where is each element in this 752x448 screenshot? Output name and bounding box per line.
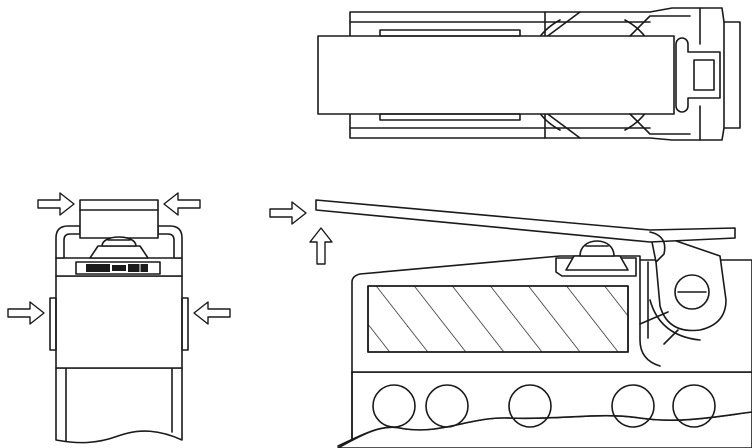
front-view-lower-body bbox=[55, 367, 183, 444]
side-view-holes bbox=[372, 384, 716, 428]
top-view-clip bbox=[675, 37, 721, 113]
front-view-lever-plate bbox=[79, 199, 159, 239]
front-view-body bbox=[55, 275, 183, 369]
front-view bbox=[7, 192, 231, 444]
arrow-right-icon bbox=[7, 301, 45, 325]
front-view-frame bbox=[55, 225, 81, 259]
top-view bbox=[317, 7, 741, 141]
side-view-lever bbox=[315, 199, 736, 243]
arrow-left-icon bbox=[163, 192, 201, 216]
side-view bbox=[269, 199, 752, 448]
arrow-right-icon bbox=[37, 192, 75, 216]
arrow-up-icon bbox=[309, 227, 333, 265]
side-view-hatched-panel bbox=[367, 285, 629, 353]
top-view-lever bbox=[317, 35, 675, 115]
front-view-button bbox=[89, 245, 149, 259]
arrow-right-icon bbox=[269, 201, 307, 225]
arrow-left-icon bbox=[193, 301, 231, 325]
